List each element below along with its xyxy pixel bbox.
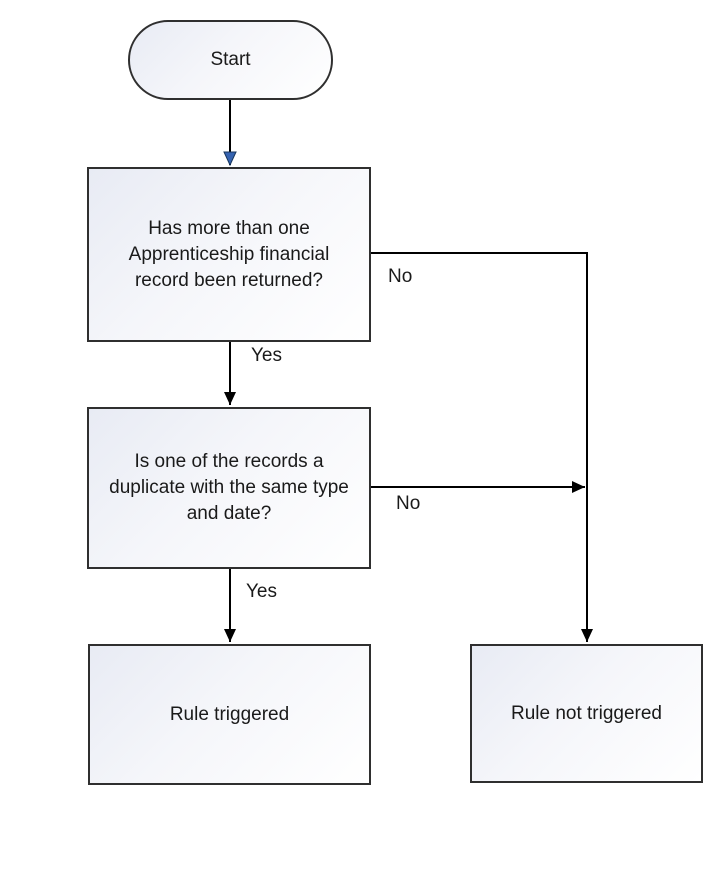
connector-q1-no-to-rule-not-triggered: [371, 252, 593, 642]
start-node: Start: [128, 20, 333, 100]
decision-node-duplicate-record-label: Is one of the records a duplicate with t…: [109, 451, 349, 524]
edge-label-q2-no: No: [396, 493, 421, 514]
decision-node-multiple-records: Has more than one Apprenticeship financi…: [87, 167, 371, 342]
edge-label-q1-yes: Yes: [251, 345, 282, 366]
decision-node-duplicate-record: Is one of the records a duplicate with t…: [87, 407, 371, 569]
edge-label-q2-yes: Yes: [246, 581, 277, 602]
outcome-node-rule-triggered: Rule triggered: [88, 644, 371, 785]
start-node-label: Start: [210, 49, 251, 70]
outcome-node-rule-not-triggered-label: Rule not triggered: [510, 702, 663, 724]
edge-label-q1-no: No: [388, 266, 413, 287]
outcome-node-rule-triggered-label: Rule triggered: [169, 703, 290, 725]
outcome-node-rule-not-triggered: Rule not triggered: [470, 644, 703, 783]
decision-node-multiple-records-label: Has more than one Apprenticeship financi…: [128, 217, 330, 291]
